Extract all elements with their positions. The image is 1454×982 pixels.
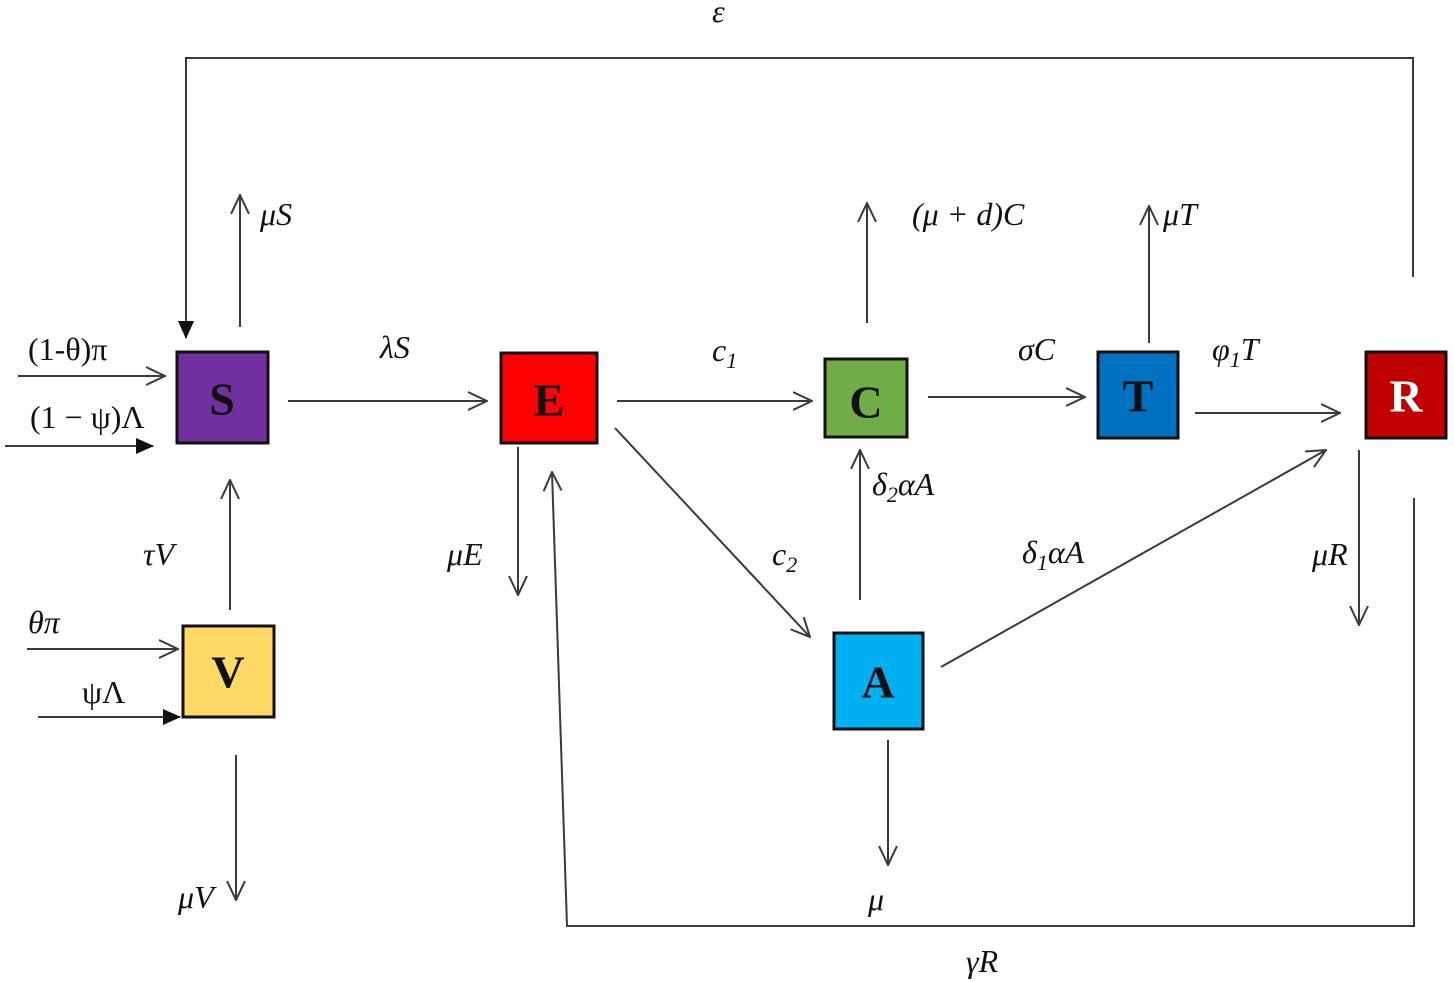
- compartment-e: E: [499, 351, 599, 445]
- edge-e-to-a: [614, 427, 810, 637]
- compartment-t: T: [1096, 350, 1180, 440]
- rate-delta2-main: δ: [872, 466, 888, 502]
- rate-delta2-tail: αA: [898, 466, 935, 502]
- compartment-t-label: T: [1123, 371, 1154, 422]
- rate-mu-v: μV: [177, 879, 217, 915]
- rate-mu-s: μS: [259, 196, 292, 232]
- compartment-a: A: [832, 631, 925, 731]
- rate-delta2-sub: 2: [887, 482, 898, 507]
- edge-r-to-s-top: [177, 57, 1414, 339]
- compartment-s: S: [175, 350, 270, 445]
- compartment-v: V: [181, 624, 276, 719]
- rate-phi1-tail: T: [1241, 331, 1261, 367]
- rate-mu-plus-d-c: (μ + d)C: [912, 196, 1025, 232]
- compartment-c-label: C: [849, 377, 882, 428]
- compartment-v-label: V: [211, 647, 244, 698]
- rate-c2: c2: [772, 536, 797, 577]
- rate-theta-pi: θπ: [28, 604, 61, 640]
- compartment-e-label: E: [534, 375, 565, 426]
- compartment-c: C: [823, 357, 909, 439]
- rate-lambda-s: λS: [379, 329, 410, 365]
- rate-epsilon: ε: [712, 0, 725, 29]
- rate-c1-main: c: [712, 332, 726, 368]
- rate-delta2-alpha-a: δ2αA: [872, 466, 935, 507]
- rate-one-minus-theta-pi: (1-θ)π: [28, 331, 107, 367]
- rate-delta1-sub: 1: [1037, 550, 1048, 575]
- rate-one-minus-psi-lambda: (1 − ψ)Λ: [30, 399, 145, 435]
- rate-mu-a: μ: [867, 881, 884, 917]
- rate-gamma-r: γR: [966, 943, 999, 979]
- rate-mu-t: μT: [1162, 196, 1199, 232]
- rate-c1: c1: [712, 332, 737, 373]
- rate-c2-main: c: [772, 536, 786, 572]
- rate-delta1-tail: αA: [1048, 534, 1085, 570]
- rate-psi-lambda: ψΛ: [82, 674, 125, 710]
- compartment-r: R: [1364, 350, 1448, 440]
- rate-sigma-c: σC: [1018, 331, 1056, 367]
- compartment-s-label: S: [209, 374, 235, 425]
- rate-mu-e: μE: [446, 536, 483, 572]
- rate-delta1-main: δ: [1022, 534, 1038, 570]
- compartment-a-label: A: [861, 657, 894, 708]
- rate-delta1-alpha-a: δ1αA: [1022, 534, 1085, 575]
- rate-phi1-sub: 1: [1230, 347, 1241, 372]
- rate-phi1-main: φ: [1212, 331, 1230, 367]
- rate-tau-v: τV: [143, 536, 177, 572]
- rate-c2-sub: 2: [786, 552, 797, 577]
- edge-a-to-r: [940, 450, 1326, 668]
- rate-c1-sub: 1: [726, 348, 737, 373]
- rate-mu-r: μR: [1311, 536, 1348, 572]
- compartment-r-label: R: [1389, 371, 1423, 422]
- edge-r-to-e-bottom: [552, 472, 1415, 927]
- rate-phi1-t: φ1T: [1212, 331, 1261, 372]
